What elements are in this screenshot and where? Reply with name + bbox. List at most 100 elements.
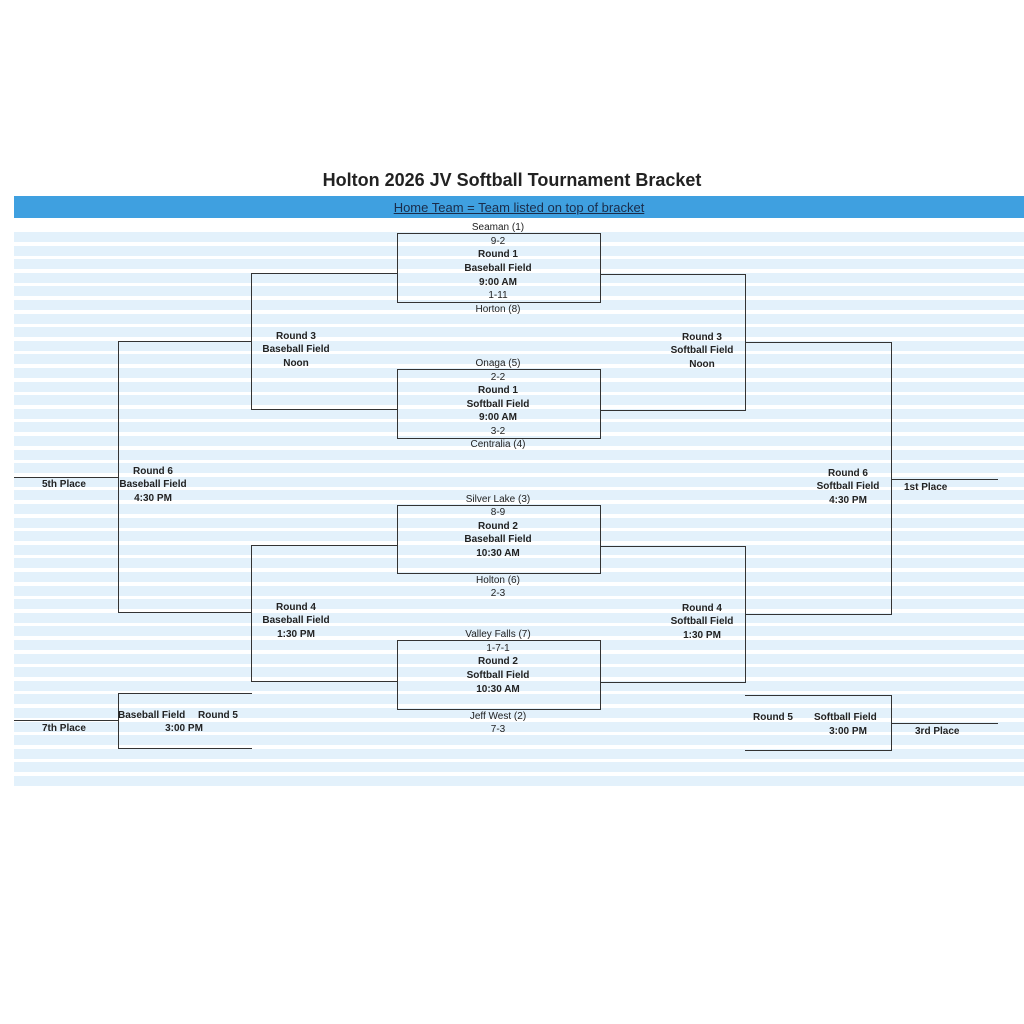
- r6-left-round: Round 6: [133, 466, 173, 477]
- r4-left-round: Round 4: [276, 602, 316, 613]
- connector-line: [118, 748, 252, 749]
- row-stripe: [14, 749, 1024, 759]
- r3-right-time: Noon: [689, 359, 715, 370]
- seventh-place-line: [14, 720, 119, 721]
- row-stripe: [14, 531, 1024, 541]
- game2-round: Round 1: [478, 385, 518, 396]
- game3-bottom-team: Holton (6): [476, 575, 520, 586]
- game4-bottom-team: Jeff West (2): [469, 711, 527, 722]
- row-stripe: [14, 246, 1024, 256]
- game-box-r1-baseball: [397, 233, 601, 303]
- connector-line: [118, 693, 252, 694]
- row-stripe: [14, 368, 1024, 378]
- r3-left-round: Round 3: [276, 331, 316, 342]
- game4-field: Softball Field: [466, 670, 530, 681]
- r6-left-time: 4:30 PM: [134, 493, 172, 504]
- connector-line: [891, 342, 892, 615]
- first-place-line: [891, 479, 998, 480]
- home-team-banner: Home Team = Team listed on top of bracke…: [14, 196, 1024, 218]
- connector-line: [745, 342, 892, 343]
- r4-left-field: Baseball Field: [262, 615, 330, 626]
- r3-right-field: Softball Field: [670, 345, 734, 356]
- r5-right-field: Softball Field: [814, 712, 877, 723]
- row-stripe: [14, 640, 1024, 650]
- row-stripe: [14, 654, 1024, 664]
- game2-bottom-team: Centralia (4): [470, 439, 526, 450]
- r4-left-time: 1:30 PM: [277, 629, 315, 640]
- row-stripe: [14, 409, 1024, 419]
- r6-left-field: Baseball Field: [119, 479, 187, 490]
- r5-right-time: 3:00 PM: [829, 726, 867, 737]
- connector-line: [118, 341, 252, 342]
- row-stripe: [14, 436, 1024, 446]
- row-stripe: [14, 259, 1024, 269]
- game4-time: 10:30 AM: [476, 684, 520, 695]
- row-stripe: [14, 314, 1024, 324]
- row-stripe: [14, 613, 1024, 623]
- game2-bottom-score: 3-2: [490, 426, 506, 437]
- row-stripe: [14, 490, 1024, 500]
- connector-line: [251, 409, 398, 410]
- connector-line: [118, 693, 119, 749]
- game4-top-team: Valley Falls (7): [465, 629, 531, 640]
- game2-top-team: Onaga (5): [475, 358, 521, 369]
- game1-top-score: 9-2: [490, 236, 506, 247]
- r6-right-round: Round 6: [828, 468, 868, 479]
- row-stripe: [14, 626, 1024, 636]
- row-stripe: [14, 776, 1024, 786]
- game3-round: Round 2: [478, 521, 518, 532]
- game3-time: 10:30 AM: [476, 548, 520, 559]
- game-box-r2-baseball: [397, 505, 601, 574]
- game1-top-team: Seaman (1): [471, 222, 525, 233]
- connector-line: [745, 750, 892, 751]
- game2-top-score: 2-2: [490, 372, 506, 383]
- connector-line: [745, 614, 892, 615]
- game-box-r2-softball: [397, 640, 601, 710]
- row-stripe: [14, 545, 1024, 555]
- third-place-line: [891, 723, 998, 724]
- r3-right-round: Round 3: [682, 332, 722, 343]
- row-stripe: [14, 300, 1024, 310]
- third-place-label: 3rd Place: [915, 726, 960, 737]
- r5-left-time: 3:00 PM: [165, 723, 203, 734]
- row-stripe: [14, 504, 1024, 514]
- r5-left-field: Baseball Field: [118, 710, 186, 721]
- row-stripe: [14, 572, 1024, 582]
- row-stripe: [14, 735, 1024, 745]
- game2-time: 9:00 AM: [479, 412, 517, 423]
- game4-bottom-score: 7-3: [490, 724, 506, 735]
- row-stripe: [14, 667, 1024, 677]
- r3-left-time: Noon: [283, 358, 309, 369]
- row-stripe: [14, 558, 1024, 568]
- connector-line: [600, 274, 746, 275]
- row-stripe: [14, 477, 1024, 487]
- game1-time: 9:00 AM: [479, 277, 517, 288]
- home-team-note: Home Team = Team listed on top of bracke…: [393, 200, 645, 215]
- connector-line: [251, 273, 398, 274]
- fifth-place-label: 5th Place: [42, 479, 86, 490]
- row-stripe: [14, 422, 1024, 432]
- row-stripe: [14, 463, 1024, 473]
- r5-right-round: Round 5: [753, 712, 793, 723]
- connector-line: [600, 410, 746, 411]
- first-place-label: 1st Place: [904, 482, 948, 493]
- row-stripe: [14, 273, 1024, 283]
- game3-bottom-score: 2-3: [490, 588, 506, 599]
- connector-line: [251, 681, 398, 682]
- r4-right-round: Round 4: [682, 603, 722, 614]
- seventh-place-label: 7th Place: [42, 723, 86, 734]
- game3-top-score: 8-9: [490, 507, 506, 518]
- row-stripe: [14, 518, 1024, 528]
- connector-line: [251, 545, 252, 682]
- connector-line: [118, 612, 252, 613]
- fifth-place-line: [14, 477, 119, 478]
- row-stripe: [14, 694, 1024, 704]
- connector-line: [251, 545, 398, 546]
- game4-top-score: 1-7-1: [486, 643, 510, 654]
- row-stripe: [14, 341, 1024, 351]
- game1-field: Baseball Field: [464, 263, 532, 274]
- game-box-r1-softball: [397, 369, 601, 439]
- r4-right-field: Softball Field: [670, 616, 734, 627]
- r6-right-time: 4:30 PM: [829, 495, 867, 506]
